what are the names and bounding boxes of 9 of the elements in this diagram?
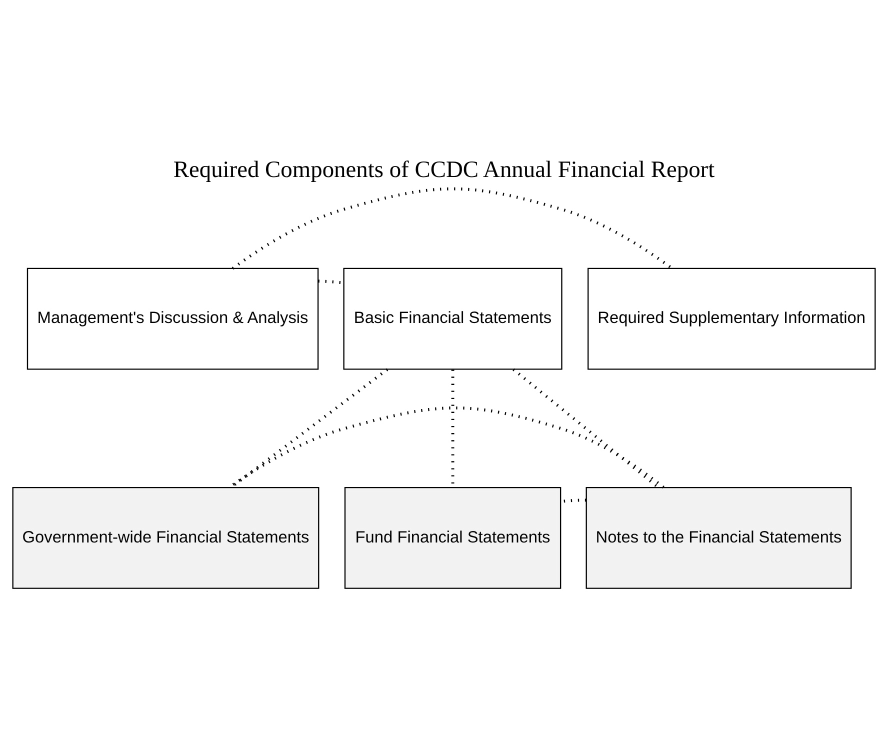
node-box: Government-wide Financial Statements — [12, 486, 320, 589]
node-box: Basic Financial Statements — [343, 268, 562, 370]
node-box: Management's Discussion & Analysis — [26, 268, 319, 370]
node-box: Required Supplementary Information — [588, 268, 876, 370]
node-box: Fund Financial Statements — [344, 486, 562, 589]
connector — [232, 187, 674, 270]
connector — [512, 368, 660, 489]
node-box: Notes to the Financial Statements — [586, 486, 852, 589]
diagram-title: Required Components of CCDC Annual Financial Report — [173, 157, 715, 184]
